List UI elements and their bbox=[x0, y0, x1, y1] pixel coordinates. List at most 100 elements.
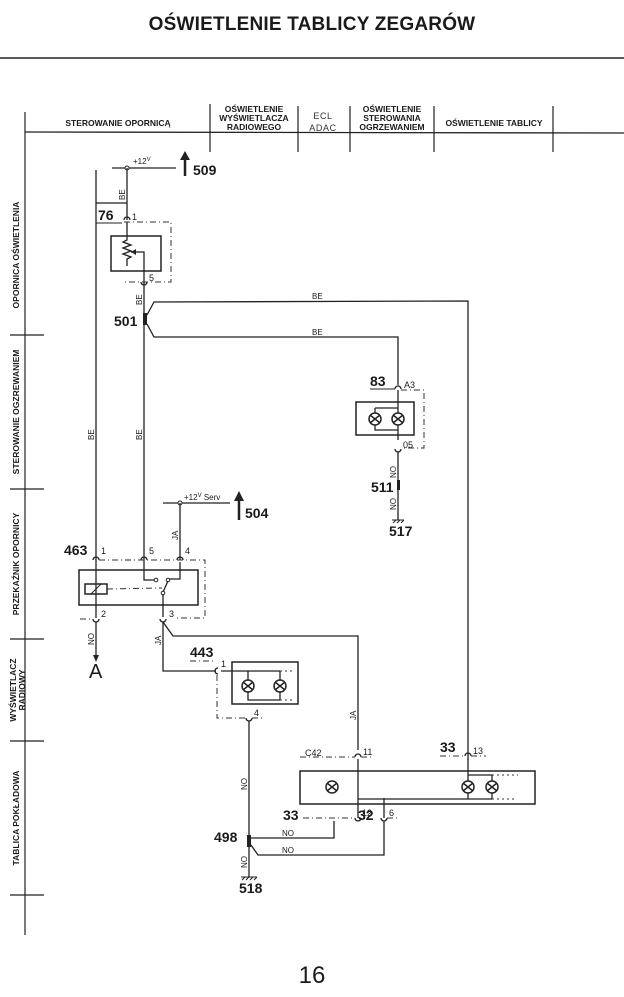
connector-pin bbox=[394, 448, 402, 453]
wire-be bbox=[146, 300, 469, 760]
wire-label: JA bbox=[171, 530, 180, 540]
dashboard-wire bbox=[358, 774, 493, 818]
contact-node bbox=[153, 577, 159, 583]
wire-label: BE bbox=[87, 429, 96, 440]
rheostat-box bbox=[110, 235, 162, 272]
arrow-head-icon bbox=[180, 151, 190, 160]
component-id: 498 bbox=[214, 829, 238, 845]
relay-wire bbox=[143, 562, 155, 581]
component-id: 443 bbox=[190, 644, 214, 660]
arrow-head-icon bbox=[234, 491, 244, 501]
pin-label: 1 bbox=[132, 212, 137, 222]
column-header: STEROWANIA bbox=[363, 113, 421, 123]
wiper-arrow-icon bbox=[131, 249, 136, 255]
connector-label: 33 bbox=[283, 807, 299, 823]
wire-label: BE bbox=[118, 189, 127, 200]
header-bottom-line bbox=[24, 131, 624, 134]
relay-wire bbox=[169, 562, 181, 580]
component-outline bbox=[216, 675, 246, 719]
row-header: OPORNICA OŚWIETLENIA bbox=[10, 202, 21, 309]
component-id: 83 bbox=[370, 373, 386, 389]
wire-label: NO bbox=[282, 846, 294, 855]
component-id: 501 bbox=[114, 313, 138, 329]
ground-icon bbox=[392, 519, 405, 524]
pin-label: A3 bbox=[404, 380, 415, 390]
wire-label: NO bbox=[282, 829, 294, 838]
wire-no bbox=[250, 821, 385, 856]
connector-pin bbox=[380, 817, 388, 822]
connector-pin bbox=[394, 385, 402, 390]
pin-label: 5 bbox=[149, 273, 154, 283]
ref-label: 504 bbox=[245, 505, 269, 521]
column-header: STEROWANIE OPORNICĄ bbox=[65, 118, 170, 128]
display-box bbox=[231, 661, 299, 705]
component-outline bbox=[401, 389, 425, 449]
header-frame bbox=[0, 57, 624, 935]
ja-wires: JA JA bbox=[154, 621, 359, 750]
wire-label: BE bbox=[135, 294, 144, 305]
bulb-cross bbox=[486, 782, 498, 792]
pin-label: 13 bbox=[473, 746, 483, 756]
wire-label: JA bbox=[154, 635, 163, 645]
bulb-cross bbox=[369, 414, 381, 424]
column-header: ADAC bbox=[309, 123, 336, 133]
component-id: 511 bbox=[371, 479, 394, 495]
ref-label: 509 bbox=[193, 162, 217, 178]
column-header: RADIOWEGO bbox=[227, 122, 282, 132]
connector-label: 33 bbox=[440, 739, 456, 755]
pin-label: 05 bbox=[403, 440, 413, 450]
relay-switch-icon bbox=[162, 580, 169, 593]
bulb-cross bbox=[392, 414, 404, 424]
connector-pin bbox=[354, 817, 362, 822]
column-headers: STEROWANIE OPORNICĄ OŚWIETLENIE WYŚWIETL… bbox=[65, 103, 543, 133]
splice-498: 498 NO NO NO 518 bbox=[214, 821, 385, 896]
connector-pin bbox=[123, 216, 131, 221]
wire-ja bbox=[162, 622, 216, 672]
row-headers: OPORNICA OŚWIETLENIA STEROWANIE OGZREWAN… bbox=[7, 202, 44, 896]
connector-pin bbox=[214, 667, 219, 675]
bulb-cross bbox=[462, 782, 474, 792]
page-number: 16 bbox=[298, 962, 326, 989]
wire-be bbox=[146, 323, 399, 385]
wire-ja bbox=[162, 621, 359, 750]
connector-pin bbox=[245, 717, 253, 722]
heater-control-light-83: 83 A3 05 NO 511 NO 517 bbox=[355, 373, 425, 539]
output-ref: A bbox=[89, 661, 103, 683]
connector-label: 32 bbox=[358, 807, 374, 823]
row-header: STEROWANIE OGZREWANIEM bbox=[11, 350, 21, 475]
row-header: TABLICA POKŁADOWA bbox=[11, 771, 21, 866]
relay-463: 463 1 5 4 2 3 NO A bbox=[64, 542, 206, 683]
page-title: OŚWIETLENIE TABLICY ZEGARÓW bbox=[148, 14, 476, 35]
ground-icon bbox=[241, 876, 258, 881]
component-id: 463 bbox=[64, 542, 88, 558]
arrow-down-icon bbox=[93, 655, 99, 662]
dashboard-wire-cont bbox=[492, 774, 518, 800]
voltage-label: +12V Serv bbox=[184, 493, 220, 502]
connector-pin bbox=[92, 618, 100, 623]
connector-pin bbox=[92, 556, 100, 561]
column-header: OŚWIETLENIE bbox=[363, 103, 422, 114]
splice-marker bbox=[397, 480, 400, 490]
lamp-wiring-cont bbox=[280, 670, 292, 701]
relay-box bbox=[78, 569, 199, 606]
wire-no bbox=[251, 821, 335, 839]
wire-label: BE bbox=[312, 328, 323, 337]
pin-label: 11 bbox=[363, 747, 372, 757]
bulb-cross bbox=[326, 782, 338, 792]
component-id: C42 bbox=[305, 748, 322, 758]
bulb-cross bbox=[274, 681, 286, 691]
component-id: 518 bbox=[239, 880, 263, 896]
connector-pin bbox=[464, 752, 472, 757]
column-header: OŚWIETLENIE TABLICY bbox=[445, 117, 542, 128]
splice-marker bbox=[247, 835, 251, 847]
connector-pin bbox=[176, 556, 184, 561]
row-header: WYŚWIETLACZ bbox=[7, 658, 18, 721]
wiper-wire bbox=[131, 251, 145, 282]
row-header: RADIOWY bbox=[17, 669, 27, 710]
pin-label: 3 bbox=[169, 609, 174, 619]
column-header: OŚWIETLENIE bbox=[225, 103, 284, 114]
row-header: PRZEKAŹNIK OPORNICY bbox=[11, 512, 21, 615]
connector-pin bbox=[140, 556, 148, 561]
component-outline bbox=[99, 559, 206, 619]
